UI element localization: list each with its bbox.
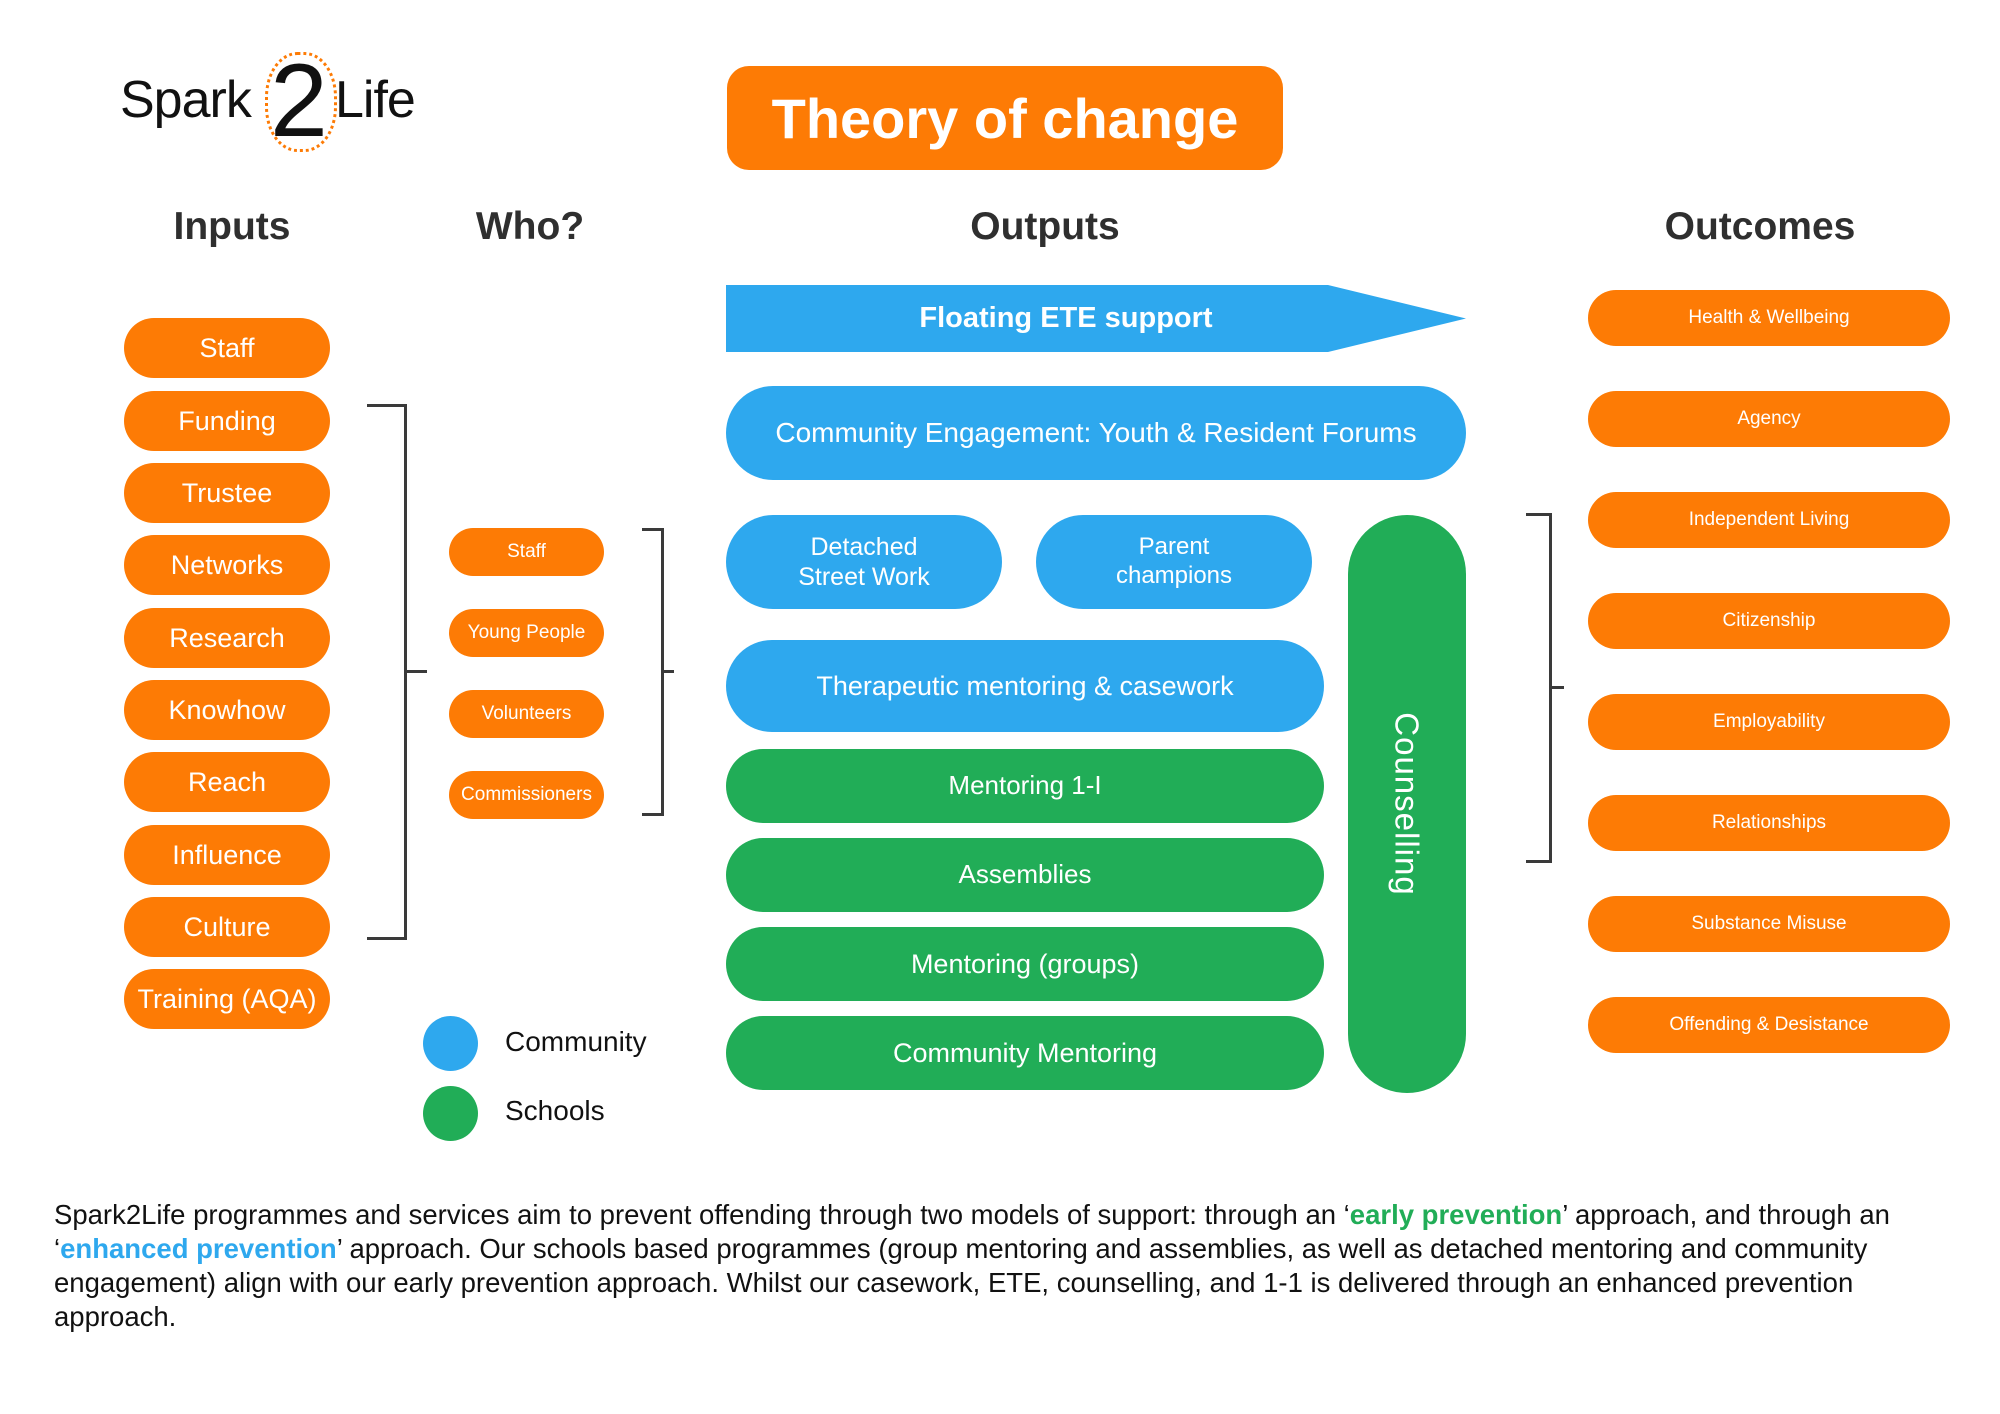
paragraph-part-1: Spark2Life programmes and services aim t… — [54, 1199, 1350, 1230]
who-bracket — [642, 528, 664, 816]
who-staff: Staff — [449, 528, 604, 576]
page-title: Theory of change — [727, 66, 1283, 170]
legend-schools-dot — [423, 1086, 478, 1141]
who-commissioners: Commissioners — [449, 771, 604, 819]
counselling-label: Counselling — [1389, 712, 1427, 896]
output-mentoring-1-1: Mentoring 1-I — [726, 749, 1324, 823]
outcome-substance-misuse: Substance Misuse — [1588, 896, 1950, 952]
outcome-employability: Employability — [1588, 694, 1950, 750]
output-parent-champions: Parent champions — [1036, 515, 1312, 609]
logo-number: 2 — [270, 43, 328, 159]
outcomes-bracket-tick — [1552, 686, 1564, 689]
input-training: Training (AQA) — [124, 969, 330, 1029]
outcome-offending-desistance: Offending & Desistance — [1588, 997, 1950, 1053]
header-outcomes: Outcomes — [1664, 205, 1856, 248]
output-community-mentoring: Community Mentoring — [726, 1016, 1324, 1090]
early-prevention-highlight: early prevention — [1349, 1199, 1563, 1230]
legend-community-label: Community — [505, 1026, 647, 1057]
input-influence: Influence — [124, 825, 330, 885]
outcome-citizenship: Citizenship — [1588, 593, 1950, 649]
paragraph-part-2: ’ approach, and through an ‘ — [54, 1199, 1890, 1264]
input-reach: Reach — [124, 752, 330, 812]
output-counselling: Counselling — [1348, 515, 1466, 1093]
paragraph-part-3: ’ approach. Our schools based programmes… — [54, 1233, 1868, 1332]
logo-text-life: Life — [335, 71, 416, 129]
detached-line-1: Detached — [810, 533, 918, 561]
output-mentoring-groups: Mentoring (groups) — [726, 927, 1324, 1001]
header-who: Who? — [475, 205, 585, 248]
outcomes-bracket — [1526, 513, 1552, 863]
legend-community-dot — [423, 1016, 478, 1071]
header-outputs: Outputs — [970, 205, 1120, 248]
who-bracket-tick — [664, 670, 674, 673]
input-research: Research — [124, 608, 330, 668]
outcome-independent-living: Independent Living — [1588, 492, 1950, 548]
floating-ete-arrow: Floating ETE support — [726, 285, 1466, 352]
detached-line-2: Street Work — [798, 563, 930, 591]
input-funding: Funding — [124, 391, 330, 451]
output-detached-street-work: Detached Street Work — [726, 515, 1002, 609]
outcome-health-wellbeing: Health & Wellbeing — [1588, 290, 1950, 346]
logo-text-spark: Spark — [120, 71, 252, 129]
output-assemblies: Assemblies — [726, 838, 1324, 912]
input-networks: Networks — [124, 535, 330, 595]
outcome-agency: Agency — [1588, 391, 1950, 447]
legend-schools-label: Schools — [505, 1095, 605, 1126]
output-community-engagement: Community Engagement: Youth & Resident F… — [726, 386, 1466, 480]
arrow-shape — [726, 285, 1466, 352]
inputs-bracket-tick — [407, 670, 427, 673]
spark2life-logo: Spark 2 Life — [120, 43, 440, 159]
who-volunteers: Volunteers — [449, 690, 604, 738]
floating-ete-label: Floating ETE support — [919, 302, 1213, 334]
description-paragraph: Spark2Life programmes and services aim t… — [54, 1198, 1954, 1334]
who-young-people: Young People — [449, 609, 604, 657]
parent-line-1: Parent — [1138, 533, 1210, 561]
enhanced-prevention-highlight: enhanced prevention — [60, 1233, 337, 1264]
outcome-relationships: Relationships — [1588, 795, 1950, 851]
inputs-bracket — [367, 404, 407, 940]
header-inputs: Inputs — [173, 205, 291, 248]
input-culture: Culture — [124, 897, 330, 957]
spark-flame-icon — [265, 52, 337, 152]
input-trustee: Trustee — [124, 463, 330, 523]
input-knowhow: Knowhow — [124, 680, 330, 740]
input-staff: Staff — [124, 318, 330, 378]
parent-line-2: champions — [1115, 562, 1233, 589]
output-therapeutic-mentoring: Therapeutic mentoring & casework — [726, 640, 1324, 732]
